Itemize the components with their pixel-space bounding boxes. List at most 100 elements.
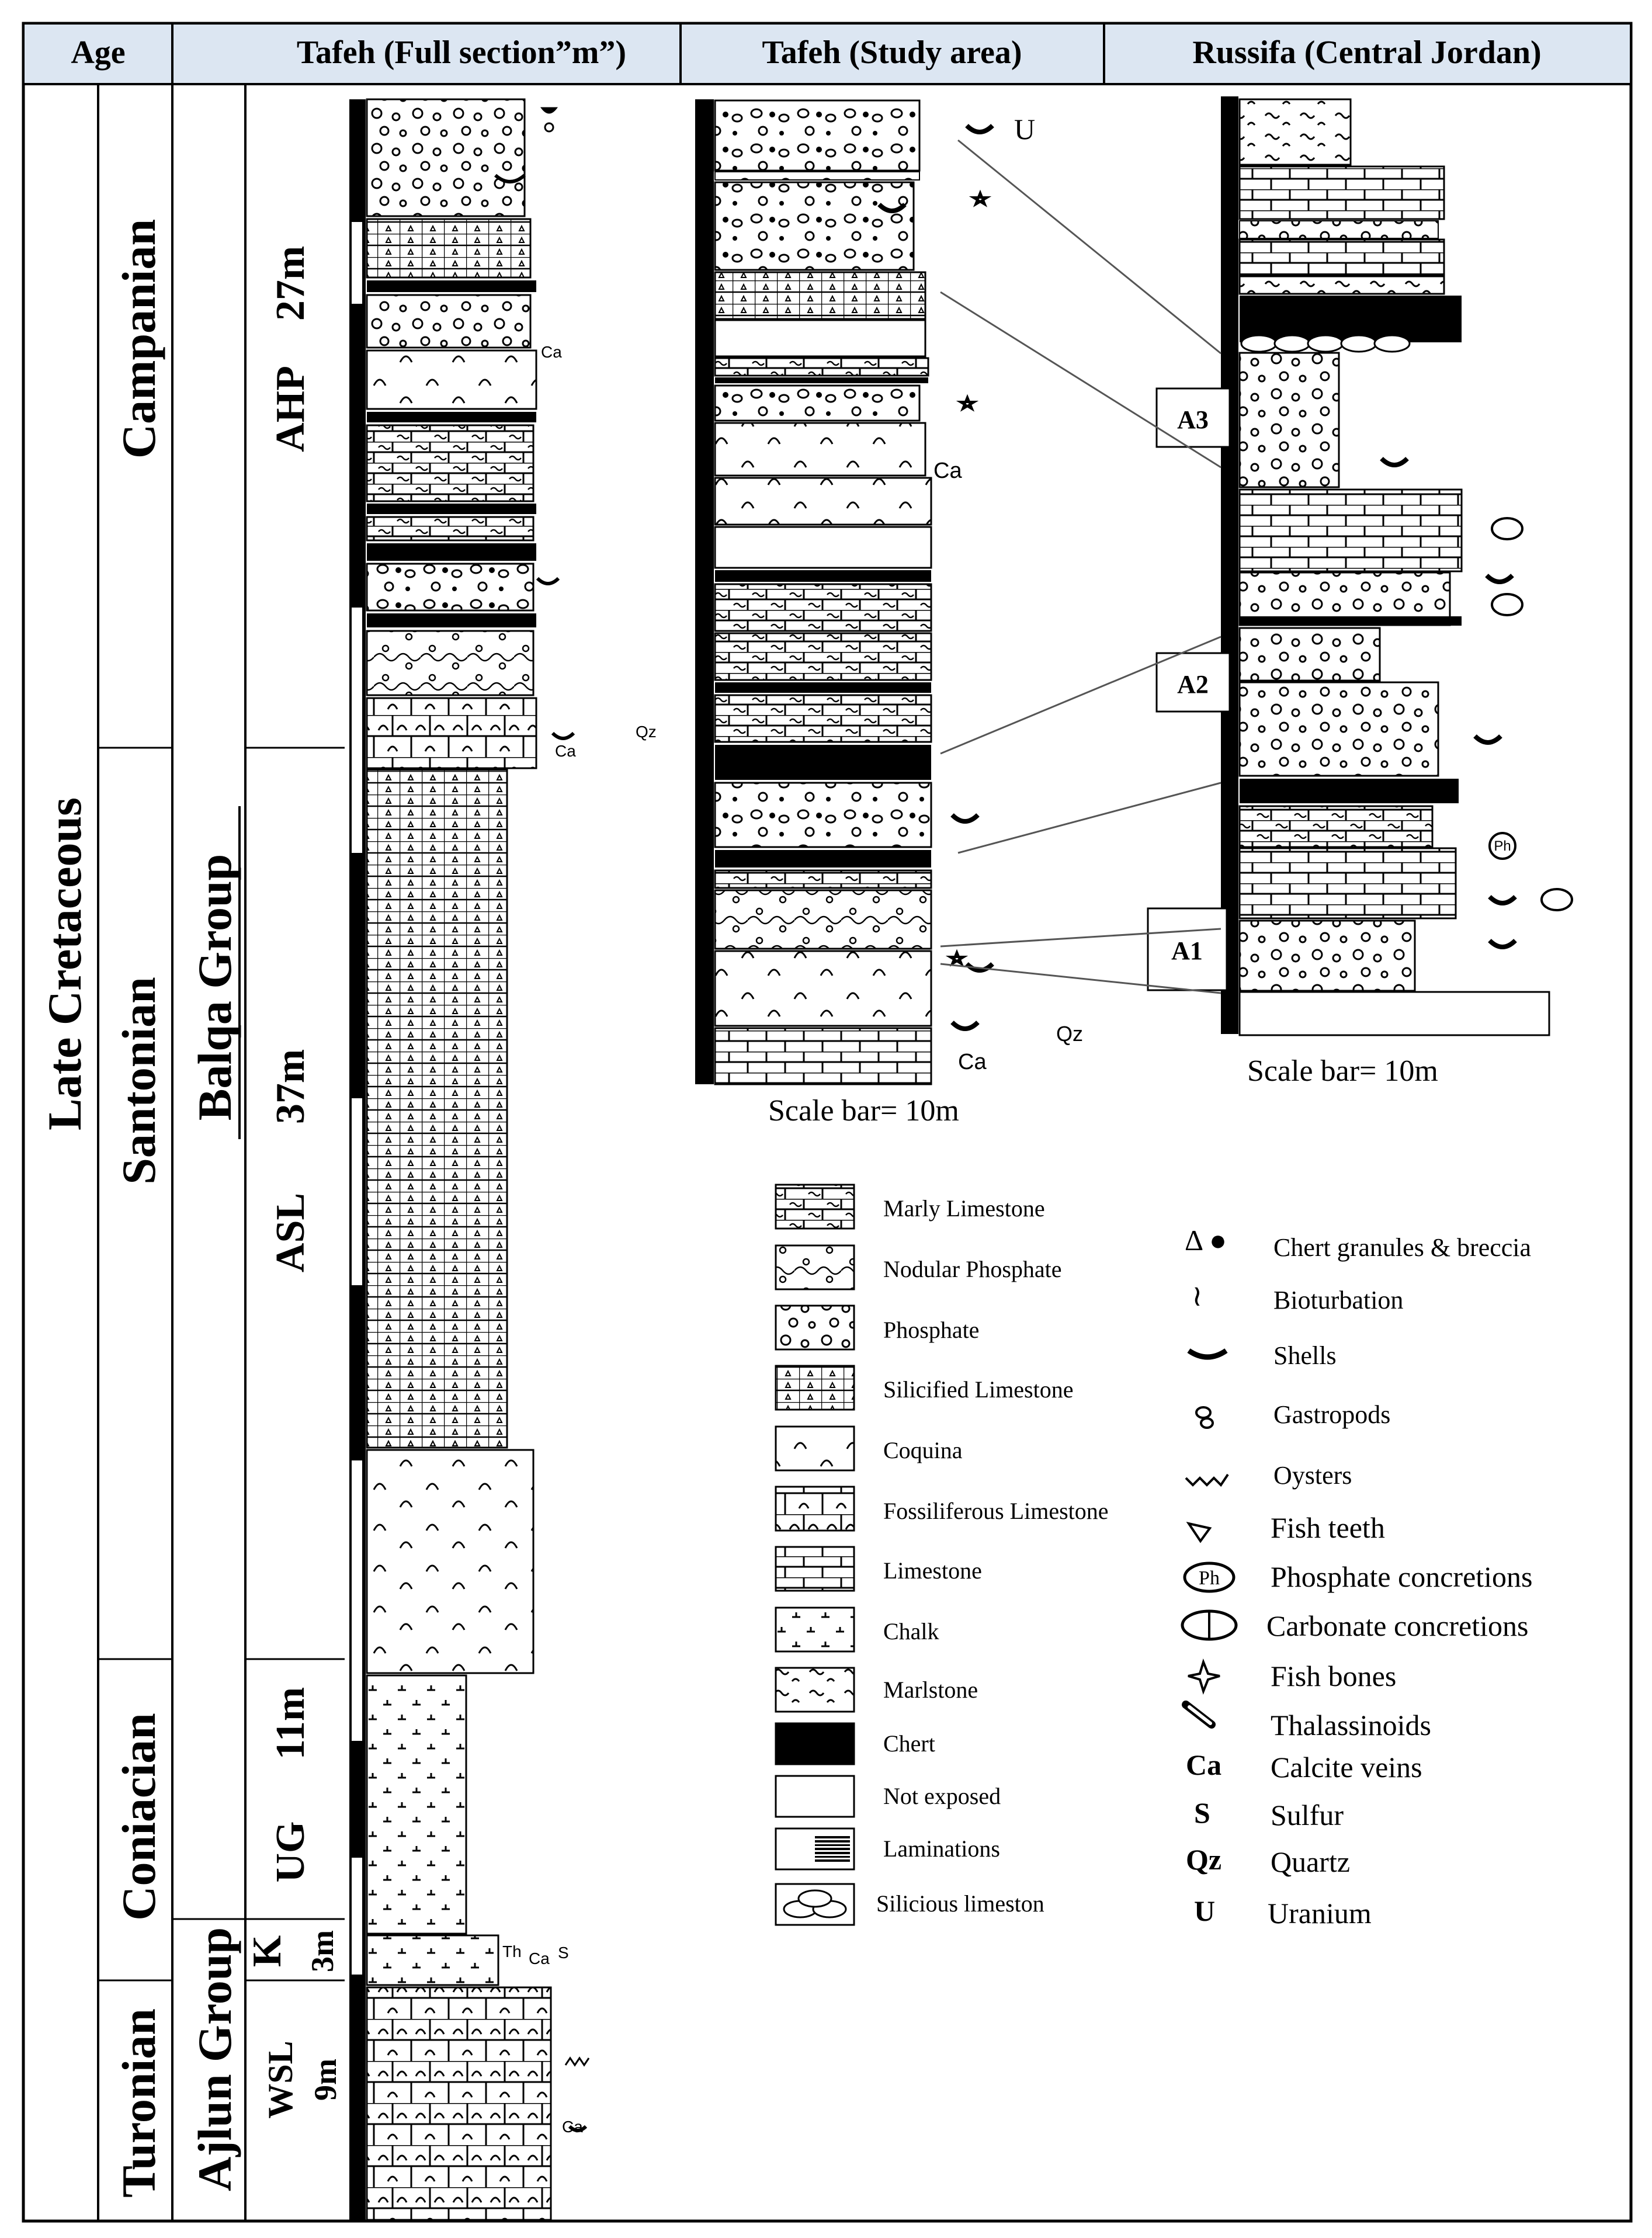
full-ca-middle: Ca (555, 742, 576, 760)
unit-ahp: AHP (268, 366, 313, 452)
age-late-cretaceous: Late Cretaceous (38, 797, 91, 1130)
russifa-fossil-marks (1380, 457, 1573, 949)
full-section-column (349, 98, 552, 2221)
legend-swatch-marlstone (775, 1667, 855, 1713)
study-area-column (695, 99, 932, 1085)
legend-swatch-chalk (775, 1606, 855, 1653)
legend-label-chalk: Chalk (883, 1618, 939, 1644)
unit-wsl: WSL (261, 2041, 300, 2118)
legend-swatch-coquina (775, 1425, 855, 1472)
legend-fish-bones: Fish bones (1271, 1660, 1396, 1692)
legend-label-nodular-phosphate: Nodular Phosphate (883, 1256, 1062, 1282)
full-ca-upper: Ca (541, 343, 562, 361)
full-th: Th (502, 1942, 522, 1961)
shell-icon (1187, 1348, 1228, 1360)
age-campanian: Campanian (112, 219, 165, 459)
legend-sulfur: Sulfur (1271, 1799, 1344, 1831)
header-russifa: Russifa (Central Jordan) (1192, 34, 1541, 71)
group-balqa: Balqa Group (188, 854, 241, 1121)
legend-chert-granules: Chert granules & breccia (1273, 1233, 1531, 1262)
label-a2: A2 (1177, 670, 1209, 699)
legend-label-marlstone: Marlstone (883, 1677, 978, 1703)
legend-label-chert: Chert (883, 1730, 935, 1757)
full-ca-lower: Ca (529, 1949, 550, 1968)
symbol-s: S (1194, 1796, 1210, 1829)
legend-shells: Shells (1273, 1341, 1337, 1370)
unit-ug-thickness: 11m (268, 1687, 313, 1760)
legend-quartz: Quartz (1271, 1845, 1350, 1878)
legend-label-marly-limestone: Marly Limestone (883, 1195, 1045, 1222)
symbol-ca: Ca (1186, 1748, 1221, 1781)
russifa-ph-concretion (1488, 832, 1516, 860)
legend-swatch-silicified-limestone (775, 1365, 855, 1411)
full-section-fossil-marks (494, 107, 590, 2132)
legend-label-coquina: Coquina (883, 1437, 963, 1463)
legend-label-limestone: Limestone (883, 1557, 982, 1584)
carbonate-concretion-icon (1181, 1609, 1238, 1641)
legend-label-phosphate: Phosphate (883, 1317, 979, 1343)
age-turonian: Turonian (112, 2008, 165, 2198)
legend-swatch-nodular-phosphate (775, 1244, 855, 1290)
header-age: Age (71, 34, 125, 71)
legend-gastropods: Gastropods (1273, 1400, 1390, 1429)
full-qz: Qz (636, 723, 657, 741)
symbol-bioturbation: ≀ (1192, 1279, 1203, 1312)
legend-label-fossiliferous-limestone: Fossiliferous Limestone (883, 1498, 1109, 1524)
unit-ug: UG (268, 1821, 313, 1883)
correlation-box-a2 (1155, 652, 1231, 713)
gastropod-icon (1195, 1406, 1214, 1429)
phosphate-concretion-icon (1183, 1562, 1235, 1593)
legend-swatch-limestone (775, 1546, 855, 1592)
legend-label-silicified-limestone: Silicified Limestone (883, 1376, 1074, 1403)
unit-asl-thickness: 37m (268, 1049, 313, 1124)
age-coniacian: Coniacian (112, 1713, 165, 1920)
unit-asl: ASL (268, 1193, 313, 1272)
correlation-box-a1 (1147, 907, 1228, 991)
legend-swatch-fossiliferous-limestone (775, 1486, 855, 1532)
study-qz: Qz (1056, 1022, 1083, 1046)
study-fossil-marks (877, 124, 994, 1031)
age-santonian: Santonian (112, 977, 165, 1185)
legend-uranium: Uranium (1268, 1897, 1372, 1930)
unit-k: K (245, 1935, 290, 1967)
fish-tooth-icon (1186, 1521, 1212, 1543)
symbol-ph: Ph (1199, 1567, 1220, 1589)
legend-phosphate-concretions: Phosphate concretions (1271, 1560, 1533, 1593)
legend-swatch-marly-limestone (775, 1184, 855, 1230)
header-full-section: Tafeh (Full section”m”) (297, 34, 626, 71)
legend-label-silicious-limeston: Silicious limeston (876, 1890, 1044, 1917)
russifa-column (1221, 96, 1550, 1036)
legend-thalassinoids: Thalassinoids (1271, 1709, 1431, 1741)
legend-oysters: Oysters (1273, 1461, 1352, 1490)
oyster-icon (1185, 1473, 1229, 1487)
study-uranium: U (1014, 113, 1035, 145)
full-s: S (558, 1944, 569, 1962)
fish-bone-icon (1188, 1658, 1220, 1695)
legend-swatch-phosphate (775, 1304, 855, 1351)
correlation-box-a3 (1155, 387, 1231, 448)
legend-fish-teeth: Fish teeth (1271, 1511, 1385, 1544)
symbol-qz: Qz (1186, 1843, 1221, 1876)
lithology-legend: Marly Limestone Nodular Phosphate Phosph… (775, 1184, 1109, 1926)
unit-k-thickness: 3m (305, 1930, 340, 1972)
header-study-area: Tafeh (Study area) (762, 34, 1022, 71)
legend-label-laminations: Laminations (883, 1835, 1000, 1862)
unit-ahp-thickness: 27m (268, 246, 313, 321)
legend-swatch-chert (775, 1722, 855, 1765)
study-scale-bar: Scale bar= 10m (768, 1094, 959, 1127)
study-ca-upper: Ca (933, 459, 962, 483)
symbol-legend: Δ ● ≀ Ph Ca S Qz U Chert granules & brec… (1181, 1224, 1533, 1930)
legend-calcite-veins: Calcite veins (1271, 1751, 1422, 1784)
thalassinoid-icon (1182, 1701, 1216, 1729)
russifa-scale-bar: Scale bar= 10m (1247, 1054, 1438, 1088)
group-ajlun: Ajlun Group (188, 1927, 241, 2191)
symbol-u: U (1194, 1895, 1215, 1927)
legend-label-not-exposed: Not exposed (883, 1783, 1001, 1809)
unit-wsl-thickness: 9m (308, 2059, 343, 2101)
label-a1: A1 (1171, 936, 1203, 965)
legend-bioturbation: Bioturbation (1273, 1286, 1403, 1314)
header-bar (22, 22, 1632, 85)
study-ca-lower: Ca (958, 1050, 987, 1074)
